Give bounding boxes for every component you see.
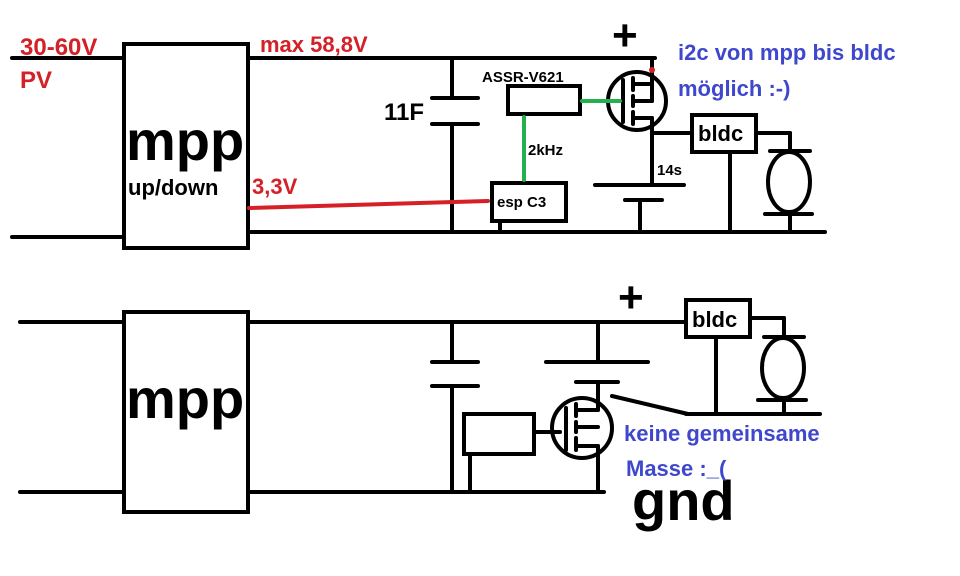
- bldc-label-bottom: bldc: [692, 307, 737, 332]
- capacitor-label: 11F: [384, 99, 424, 126]
- note-top-line2: möglich :-): [678, 76, 790, 101]
- top-circuit: [10, 42, 827, 250]
- mpp-label-bottom: mpp: [126, 367, 244, 430]
- relay-box: [506, 84, 582, 116]
- bldc-label-top: bldc: [698, 121, 743, 146]
- gnd-label: gnd: [632, 469, 735, 532]
- logic-supply-wire: [247, 199, 490, 210]
- max-voltage-label: max 58,8V: [260, 32, 368, 57]
- motor-body: [766, 150, 812, 214]
- note-bottom-line2: Masse :_(: [626, 456, 727, 481]
- plus-label-top: +: [612, 11, 638, 60]
- relay-box-bottom: [462, 412, 536, 456]
- relay-label: ASSR-V621: [482, 69, 564, 86]
- junction-dot: [649, 67, 655, 73]
- note-bottom-line1: keine gemeinsame: [624, 421, 820, 446]
- pv-label: PV: [20, 67, 52, 94]
- mpp-label-top: mpp: [126, 109, 244, 172]
- battery-label: 14s: [657, 162, 682, 179]
- mosfet-circle-bottom: [550, 396, 614, 460]
- motor-body-bottom: [760, 336, 806, 400]
- mpp-sub-label: up/down: [128, 175, 218, 200]
- pv-voltage-label: 30-60V: [20, 34, 97, 61]
- controller-label: esp C3: [497, 194, 546, 211]
- ground-link-wire: [610, 394, 690, 416]
- plus-label-bottom: +: [618, 273, 644, 322]
- logic-voltage-label: 3,3V: [252, 174, 298, 199]
- pwm-label: 2kHz: [528, 142, 563, 159]
- bottom-circuit: [18, 298, 822, 514]
- mpp-converter-box-bottom: [122, 310, 250, 514]
- mpp-converter-box: [122, 42, 250, 250]
- note-top-line1: i2c von mpp bis bldc: [678, 40, 896, 65]
- controller-box: [490, 181, 568, 223]
